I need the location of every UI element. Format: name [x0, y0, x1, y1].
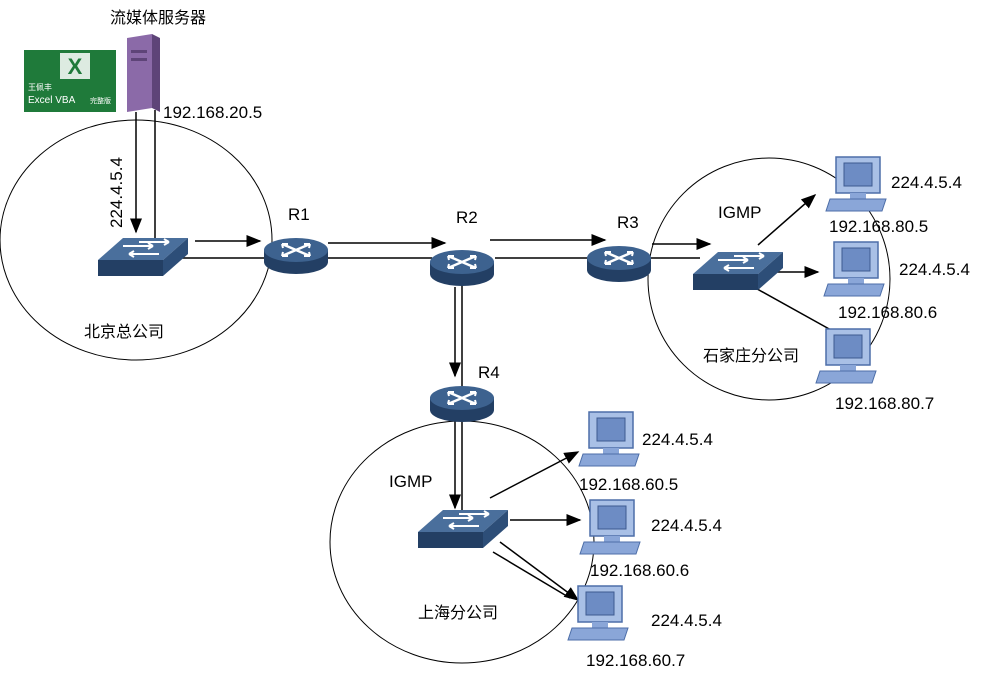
book-author: 王佩丰 [28, 82, 52, 92]
host-60-6-ip: 192.168.60.6 [590, 561, 689, 580]
server-ip: 192.168.20.5 [163, 103, 262, 122]
router-r4-label: R4 [478, 363, 500, 382]
host-80-5-group: 224.4.5.4 [891, 173, 962, 192]
site-shijiazhuang-boundary [647, 157, 891, 401]
switch-beijing [97, 237, 189, 277]
router-r3 [585, 244, 653, 284]
switch-shijiazhuang [692, 251, 784, 291]
server-icon [127, 34, 160, 112]
router-r2 [428, 248, 496, 288]
host-80-6-icon [823, 241, 885, 297]
host-80-5-icon [825, 156, 887, 212]
host-80-5-ip: 192.168.80.5 [829, 217, 928, 236]
igmp-label-shijiazhuang: IGMP [718, 203, 761, 222]
router-r2-label: R2 [456, 208, 478, 227]
router-r1-label: R1 [288, 205, 310, 224]
host-60-6-group: 224.4.5.4 [651, 516, 722, 535]
host-60-5-ip: 192.168.60.5 [579, 475, 678, 494]
host-80-7-ip: 192.168.80.7 [835, 394, 934, 413]
igmp-label-shanghai: IGMP [389, 472, 432, 491]
host-60-7-group: 224.4.5.4 [651, 611, 722, 630]
site-shanghai-label: 上海分公司 [418, 603, 498, 622]
server-title: 流媒体服务器 [110, 8, 206, 27]
host-80-7-icon [815, 328, 877, 384]
book-edition: 完整版 [90, 96, 111, 105]
host-80-6-group: 224.4.5.4 [899, 260, 970, 279]
excel-vba-book-icon: X 王佩丰 Excel VBA 完整版 [24, 50, 116, 112]
router-r3-label: R3 [617, 213, 639, 232]
site-beijing-label: 北京总公司 [84, 322, 164, 341]
book-title: Excel VBA [28, 95, 76, 106]
svg-text:X: X [68, 54, 83, 79]
host-60-7-icon [567, 585, 629, 641]
host-60-5-group: 224.4.5.4 [642, 430, 713, 449]
host-60-7-ip: 192.168.60.7 [586, 651, 685, 670]
switch-shanghai [417, 509, 509, 549]
router-r4 [428, 384, 496, 424]
host-60-5-icon [578, 411, 640, 467]
links [154, 110, 841, 515]
server-multicast-group: 224.4.5.4 [107, 157, 126, 228]
multicast-arrows [130, 112, 820, 601]
host-80-6-ip: 192.168.80.6 [838, 303, 937, 322]
router-r1 [262, 236, 330, 276]
site-shijiazhuang-label: 石家庄分公司 [703, 346, 799, 365]
